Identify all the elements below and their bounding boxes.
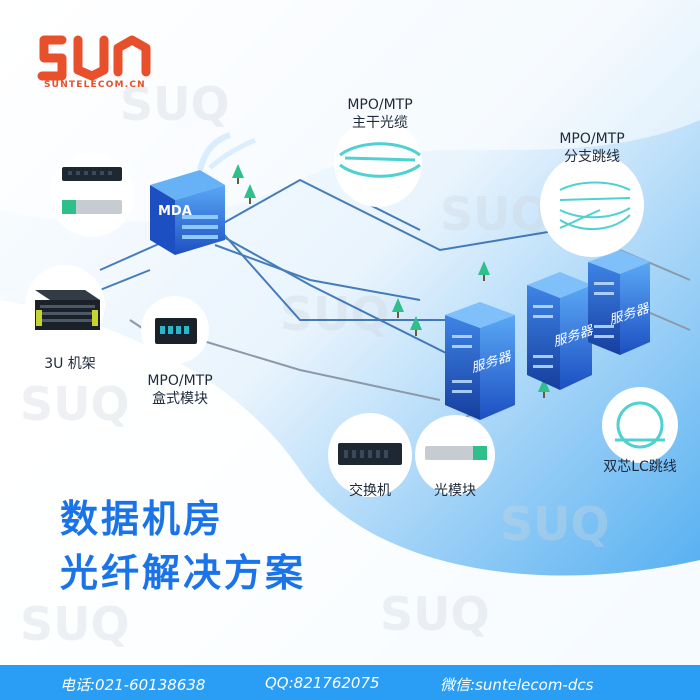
mda-cabinet bbox=[150, 132, 257, 255]
cassette-icon bbox=[155, 318, 197, 344]
server-3 bbox=[588, 250, 650, 355]
server-2 bbox=[527, 272, 592, 390]
svg-text:SUQ: SUQ bbox=[20, 597, 130, 651]
brand-logo bbox=[37, 35, 151, 81]
footer-wechat: 微信:suntelecom-dcs bbox=[440, 676, 594, 694]
cassette-label-line2: 盒式模块 bbox=[152, 391, 208, 407]
lc-patch-icon bbox=[615, 401, 665, 449]
lc-patch-label: 双芯LC跳线 bbox=[603, 459, 677, 475]
brand-logo-text: SUNTELECOM.CN bbox=[44, 80, 146, 90]
branch-cable-label-line1: MPO/MTP bbox=[559, 131, 625, 147]
trunk-cable-label-line2: 主干光缆 bbox=[352, 115, 408, 131]
server-1 bbox=[445, 302, 515, 420]
svg-text:SUQ: SUQ bbox=[20, 377, 130, 431]
svg-text:SUQ: SUQ bbox=[440, 187, 550, 241]
sfp-module-icon bbox=[62, 200, 122, 214]
svg-text:SUQ: SUQ bbox=[380, 587, 490, 641]
module-label: 光模块 bbox=[434, 483, 476, 499]
footer-qq: QQ:821762075 bbox=[265, 674, 380, 692]
switch-icon bbox=[338, 443, 402, 465]
trunk-cable-icon bbox=[339, 142, 421, 178]
headline-line1: 数据机房 bbox=[60, 497, 225, 541]
rack-icon bbox=[35, 290, 100, 330]
headline-line2: 光纤解决方案 bbox=[60, 551, 307, 595]
rack-label: 3U 机架 bbox=[44, 356, 96, 372]
switch-label: 交换机 bbox=[349, 483, 391, 499]
svg-text:SUQ: SUQ bbox=[120, 77, 230, 131]
trunk-cable-label-line1: MPO/MTP bbox=[347, 97, 413, 113]
footer-phone: 电话:021-60138638 bbox=[60, 676, 206, 694]
cassette-label-line1: MPO/MTP bbox=[147, 373, 213, 389]
sfp-module-icon bbox=[425, 446, 487, 460]
svg-text:SUQ: SUQ bbox=[500, 497, 610, 551]
svg-text:SUQ: SUQ bbox=[280, 287, 390, 341]
mda-label: MDA bbox=[158, 204, 192, 219]
branch-cable-icon bbox=[559, 181, 631, 231]
branch-cable-label-line2: 分支跳线 bbox=[564, 149, 620, 165]
switch-icon bbox=[62, 167, 122, 181]
